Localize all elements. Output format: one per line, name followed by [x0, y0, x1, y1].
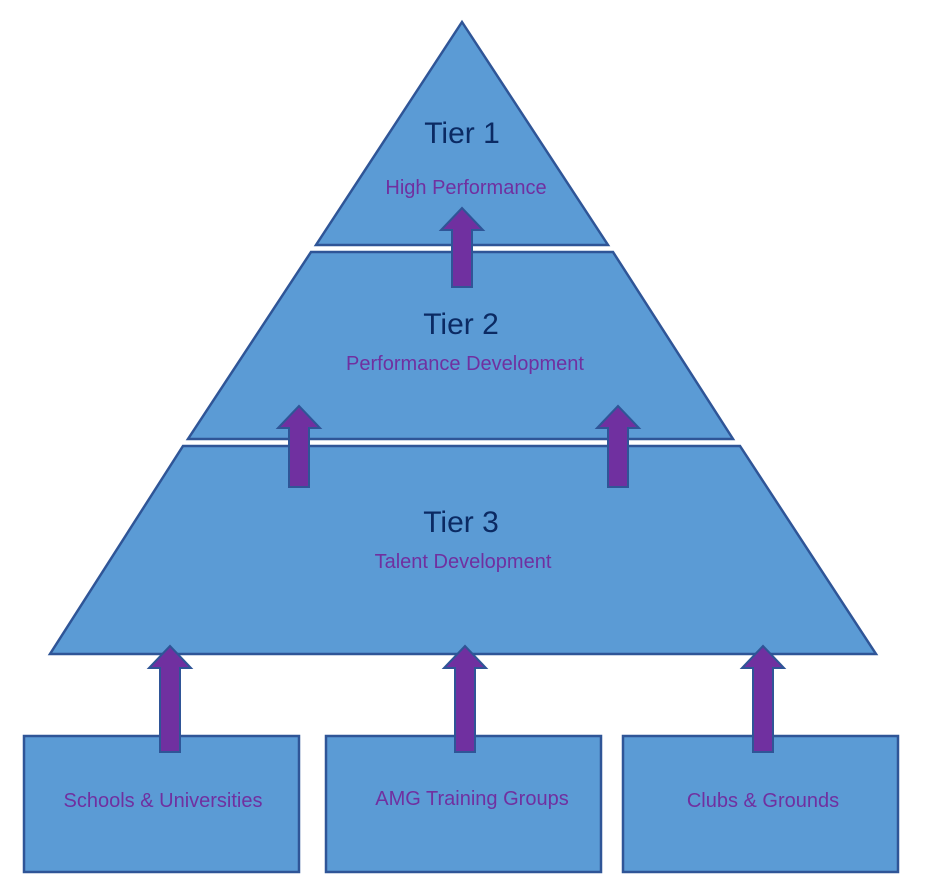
tier-2-trapezoid: [185, 250, 736, 441]
tier-2-title: Tier 2: [423, 308, 499, 341]
arrow-tier3-to-tier2-left-icon: [275, 404, 323, 488]
tier-3-title: Tier 3: [423, 506, 499, 539]
tier-1-title: Tier 1: [424, 117, 500, 150]
feeder-label-schools: Schools & Universities: [64, 790, 263, 812]
tier-3-subtitle: Talent Development: [375, 551, 552, 573]
arrow-clubs-to-tier3-icon: [739, 644, 787, 753]
feeder-box-clubs: [621, 734, 900, 874]
feeder-label-amg: AMG Training Groups: [375, 788, 568, 810]
feeder-box-schools: [22, 734, 301, 874]
feeder-label-clubs: Clubs & Grounds: [687, 790, 839, 812]
feeder-box-amg: [324, 734, 603, 874]
arrow-tier3-to-tier2-right-icon: [594, 404, 642, 488]
arrow-schools-to-tier3-icon: [146, 644, 194, 753]
arrow-amg-to-tier3-icon: [441, 644, 489, 753]
tier-1-subtitle: High Performance: [385, 177, 546, 199]
tier-3-trapezoid: [47, 444, 879, 656]
arrow-tier2-to-tier1-icon: [438, 206, 486, 288]
tier-2-subtitle: Performance Development: [346, 353, 584, 375]
